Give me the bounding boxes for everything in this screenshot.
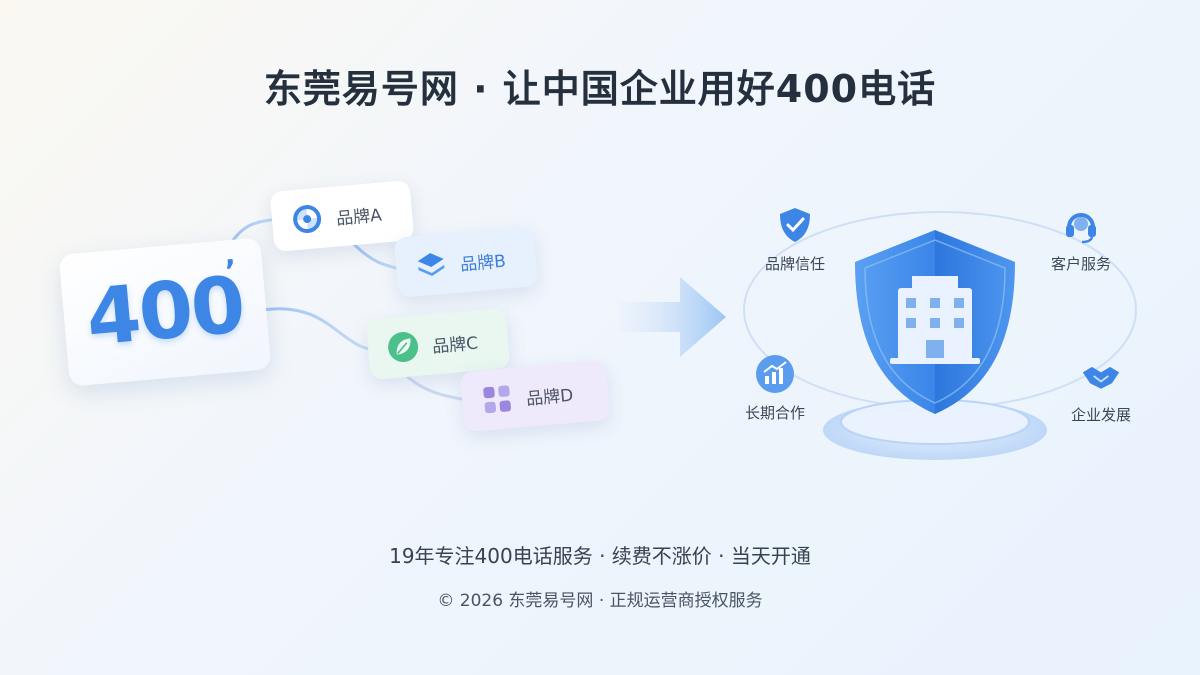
feature-brand-trust-label: 品牌信任: [764, 255, 825, 273]
brand-card-b: 品牌B: [393, 226, 539, 298]
brand-card-d: 品牌D: [459, 359, 611, 433]
right-arrow-icon: [620, 277, 726, 357]
feature-customer-service-label: 客户服务: [1050, 255, 1111, 273]
building-icon: [890, 276, 980, 364]
headset-icon: [1061, 205, 1101, 245]
grid-icon: [479, 381, 516, 418]
feature-business-growth: 企业发展: [1051, 356, 1151, 425]
feature-customer-service: 客户服务: [1031, 205, 1131, 274]
tagline: 19年专注400电话服务 · 续费不涨价 · 当天开通: [389, 544, 811, 568]
feature-brand-trust: 品牌信任: [745, 205, 845, 274]
accent-mark-icon: ʼ: [223, 253, 239, 290]
shield-check-icon: [775, 205, 815, 245]
leaf-icon: [385, 329, 422, 366]
number-400: 400: [82, 260, 248, 364]
copyright-footer: © 2026 东莞易号网 · 正规运营商授权服务: [437, 591, 763, 611]
page-title: 东莞易号网 · 让中国企业用好400电话: [263, 67, 937, 111]
feature-business-growth-label: 企业发展: [1070, 406, 1131, 424]
brand-b-label: 品牌B: [459, 251, 507, 275]
growth-chart-icon: [755, 354, 795, 394]
brand-card-a: 品牌A: [269, 180, 415, 252]
feature-long-term: 长期合作: [725, 354, 825, 423]
shield-illustration: [743, 211, 1137, 460]
number-400-card: 400 ʼ: [58, 237, 272, 387]
brand-d-label: 品牌D: [525, 385, 575, 410]
handshake-icon: [1081, 356, 1121, 396]
brand-c-label: 品牌C: [431, 333, 479, 357]
brand-card-c: 品牌C: [365, 308, 511, 380]
layers-icon: [413, 247, 450, 284]
brand-a-label: 品牌A: [335, 205, 383, 229]
feature-long-term-label: 长期合作: [744, 404, 805, 422]
swirl-icon: [289, 201, 326, 238]
